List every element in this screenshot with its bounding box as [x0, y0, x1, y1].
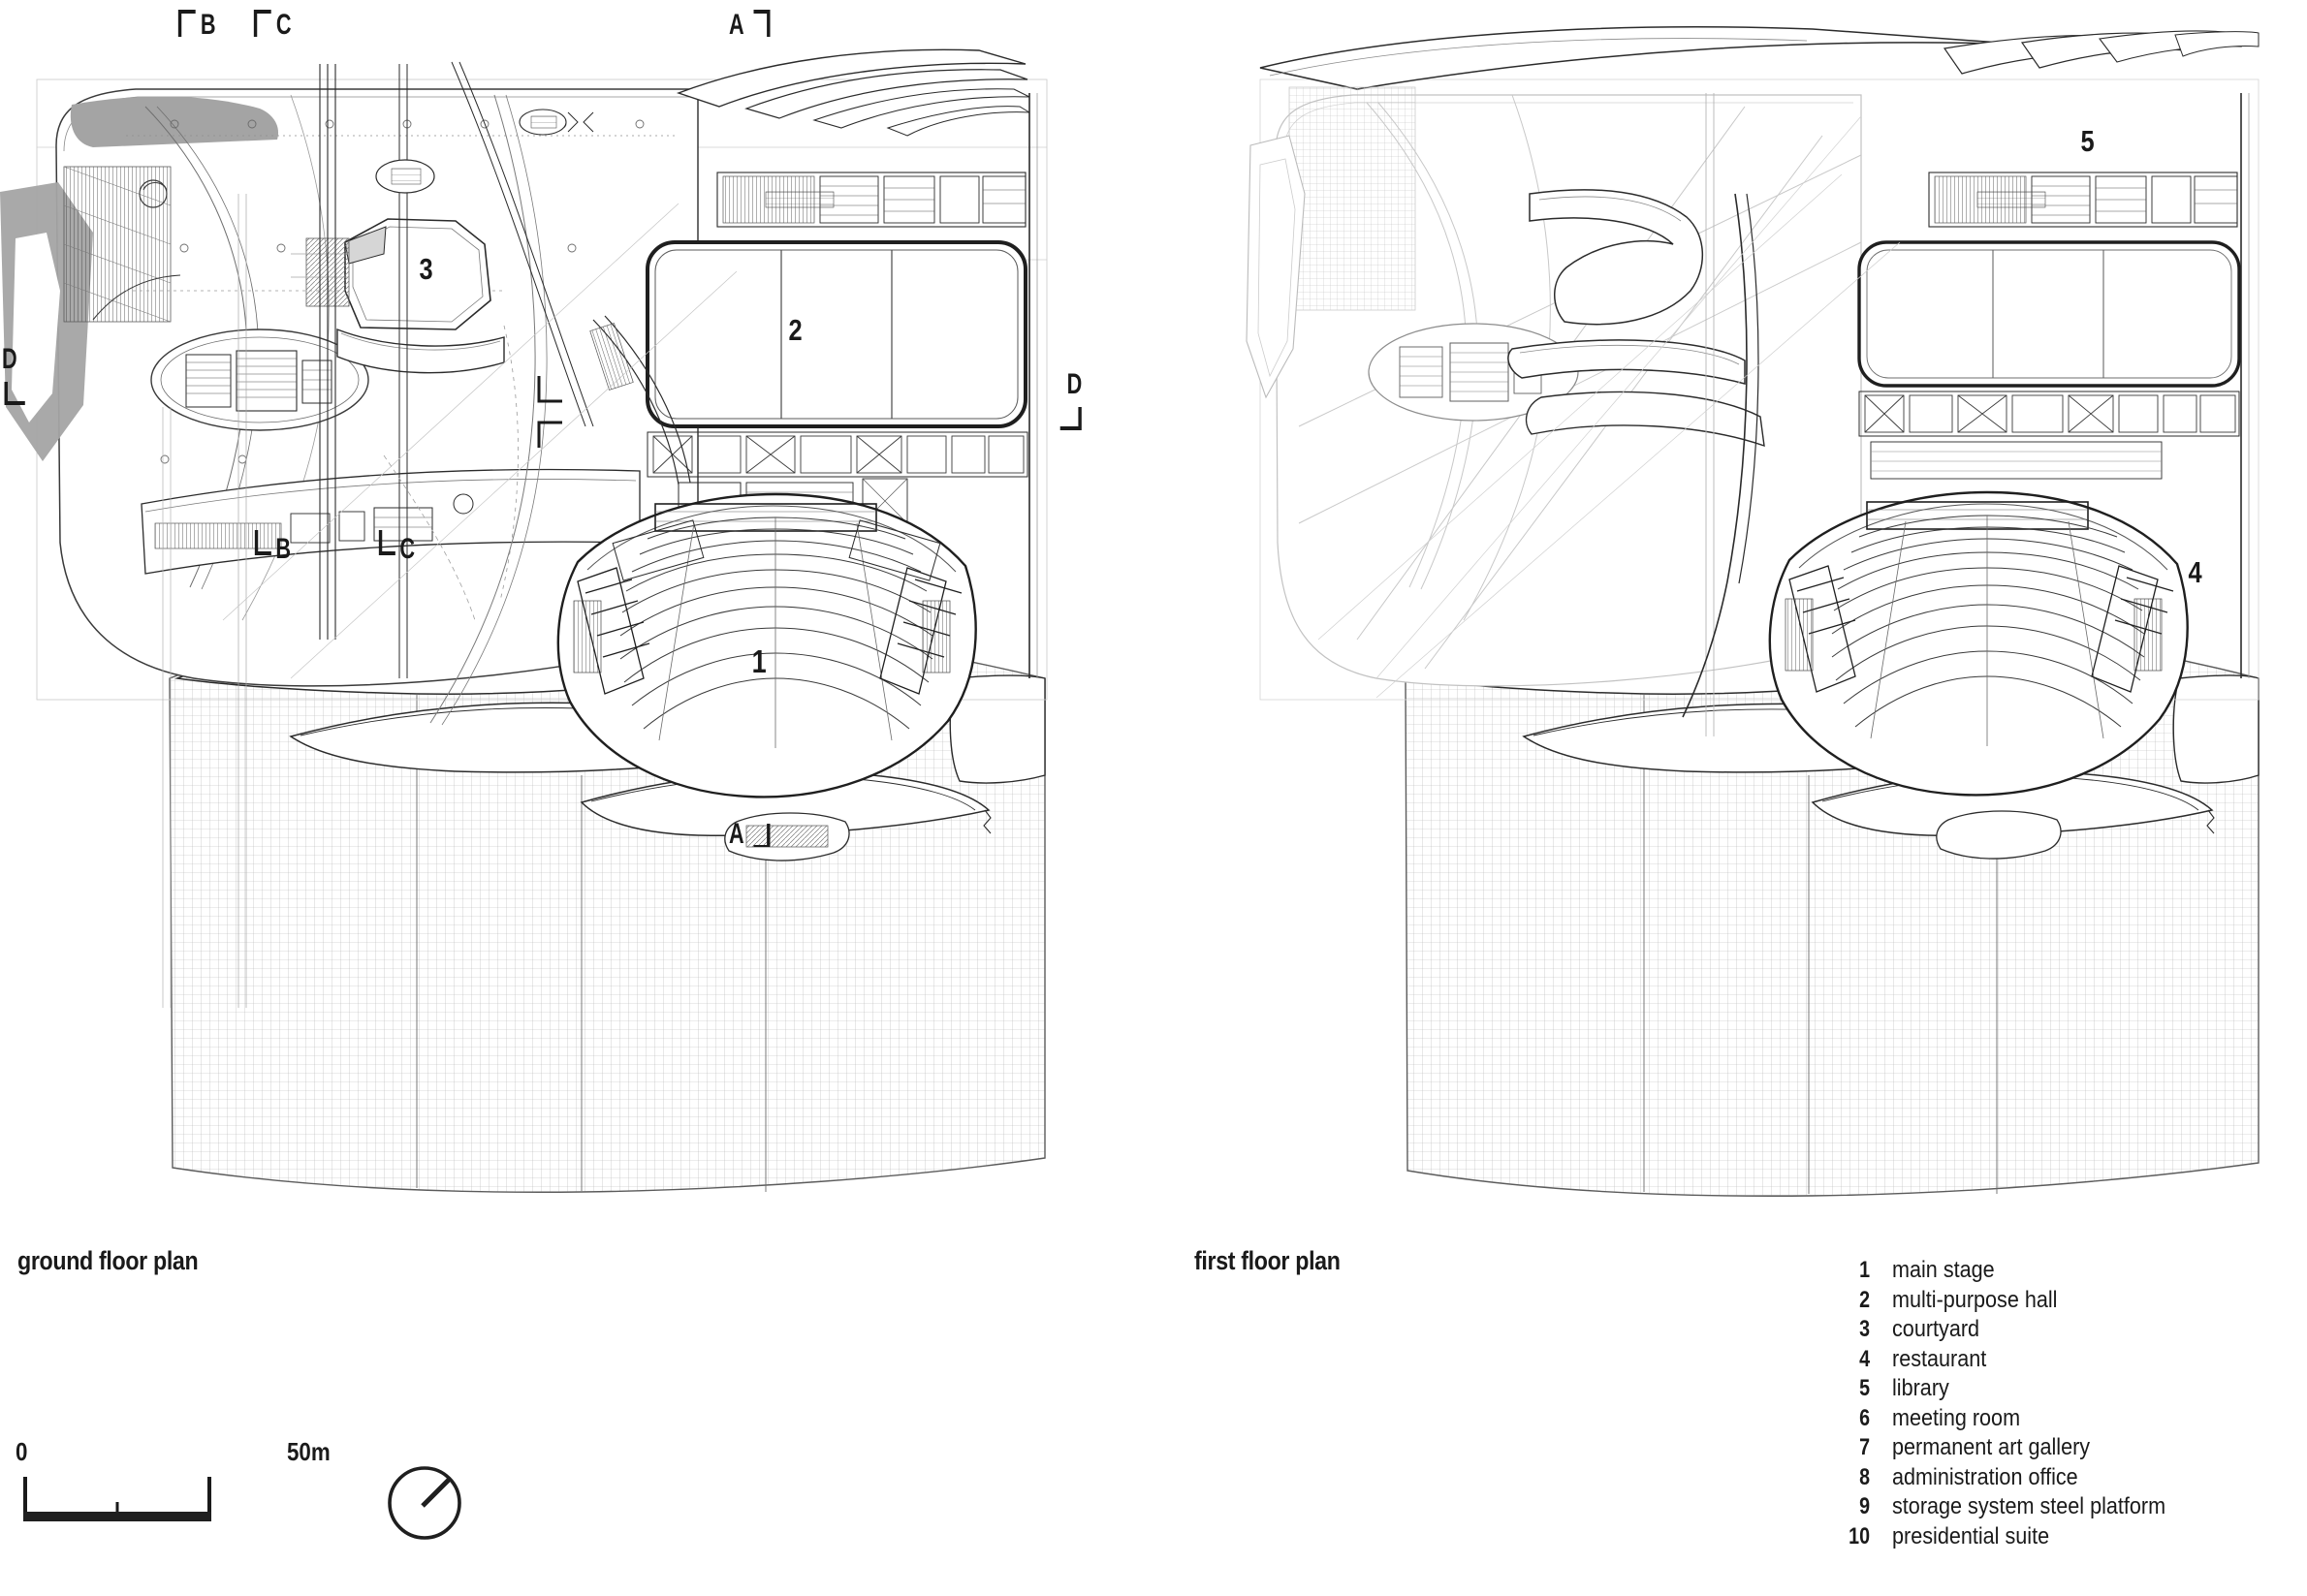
ground-service-core — [150, 329, 369, 431]
section-marker-label: D — [1067, 366, 1083, 399]
room-callout-2: 2 — [788, 313, 803, 347]
legend-item-number: 7 — [1859, 1434, 1871, 1460]
ground-auditorium — [556, 492, 977, 861]
legend: 1 main stage 2 multi-purpose hall 3 cour… — [1813, 1256, 2297, 1551]
legend-item: 4 restaurant — [1813, 1345, 2297, 1375]
legend-item-label: administration office — [1892, 1463, 2078, 1490]
legend-item-label: courtyard — [1892, 1316, 1980, 1342]
section-marker-label: B — [275, 531, 291, 561]
legend-item: 8 administration office — [1813, 1463, 2297, 1493]
section-bracket-top-right-icon: A — [729, 7, 771, 39]
legend-item: 1 main stage — [1813, 1256, 2297, 1286]
legend-item: 3 courtyard — [1813, 1315, 2297, 1345]
section-marker-label: D — [2, 341, 17, 374]
legend-item-number: 9 — [1859, 1493, 1871, 1519]
section-marker-c-bottom: C — [378, 526, 425, 561]
first-east-block — [1857, 93, 2250, 678]
ground-courtyard — [291, 218, 505, 374]
section-bracket-bottom-left-icon: D — [2, 341, 25, 405]
legend-item-number: 2 — [1859, 1286, 1871, 1313]
room-callout-3: 3 — [419, 252, 433, 286]
ground-building-envelope — [0, 48, 1048, 1008]
legend-item-number: 4 — [1859, 1345, 1871, 1372]
first-building-envelope — [1246, 26, 2260, 860]
first-floor-plan-graphic — [1246, 26, 2260, 1197]
section-marker-c-top: C — [253, 6, 298, 39]
section-bracket-top-left-icon: B — [177, 7, 216, 39]
legend-item-label: storage system steel platform — [1892, 1493, 2166, 1519]
legend-item-label: presidential suite — [1892, 1522, 2050, 1549]
section-marker-label: B — [201, 7, 216, 39]
section-marker-b-top: B — [177, 6, 222, 39]
legend-item-label: meeting room — [1892, 1404, 2021, 1431]
legend-item-number: 8 — [1859, 1463, 1871, 1490]
legend-item: 2 multi-purpose hall — [1813, 1286, 2297, 1316]
section-marker-a-top: A — [729, 6, 778, 39]
legend-item-label: permanent art gallery — [1892, 1434, 2091, 1460]
legend-item: 7 permanent art gallery — [1813, 1433, 2297, 1463]
scale-bar-start-label: 0 — [16, 1437, 28, 1466]
legend-item-number: 6 — [1859, 1404, 1871, 1431]
section-marker-label: A — [729, 816, 744, 847]
ground-floor-plan-caption: ground floor plan — [17, 1246, 199, 1275]
scale-bar — [23, 1477, 211, 1521]
section-bracket-top-left-icon: C — [253, 7, 292, 39]
section-bracket-bottom-right-icon: D — [1059, 366, 1083, 430]
legend-item-label: main stage — [1892, 1257, 1995, 1283]
section-marker-label: A — [729, 7, 744, 39]
legend-item-label: multi-purpose hall — [1892, 1286, 2058, 1313]
section-bracket-bottom-left-icon: B — [254, 530, 291, 561]
legend-item-number: 10 — [1849, 1522, 1871, 1549]
legend-item: 6 meeting room — [1813, 1404, 2297, 1434]
section-bracket-bottom-right-icon: A — [729, 816, 771, 847]
room-callout-1: 1 — [751, 643, 767, 679]
legend-item: 5 library — [1813, 1374, 2297, 1404]
legend-item-number: 1 — [1859, 1257, 1871, 1283]
room-callout-4: 4 — [2188, 555, 2202, 589]
legend-item: 10 presidential suite — [1813, 1522, 2297, 1552]
section-marker-d-left: D — [2, 341, 40, 411]
section-marker-d-right: D — [1059, 366, 1100, 436]
legend-item: 9 storage system steel platform — [1813, 1492, 2297, 1522]
section-marker-a-bottom: A — [729, 812, 778, 847]
scale-bar-end-label: 50m — [287, 1437, 331, 1466]
first-floor-plan-caption: first floor plan — [1194, 1246, 1341, 1275]
section-marker-label: C — [276, 7, 292, 39]
legend-item-number: 5 — [1859, 1375, 1871, 1401]
legend-item-number: 3 — [1859, 1316, 1871, 1342]
ground-vertical-shafts — [162, 61, 594, 1008]
north-arrow-icon — [388, 1466, 461, 1540]
ground-multipurpose-hall — [646, 48, 1038, 678]
section-marker-b-bottom: B — [254, 526, 300, 561]
room-callout-5: 5 — [2080, 124, 2095, 158]
ground-upper-pods — [375, 109, 594, 194]
legend-item-label: library — [1892, 1375, 1949, 1401]
first-auditorium — [1768, 490, 2189, 860]
ground-floor-plan-graphic — [0, 48, 1048, 1193]
section-marker-label: C — [399, 531, 415, 561]
section-bracket-bottom-left-icon: C — [378, 530, 415, 561]
legend-item-label: restaurant — [1892, 1345, 1987, 1372]
